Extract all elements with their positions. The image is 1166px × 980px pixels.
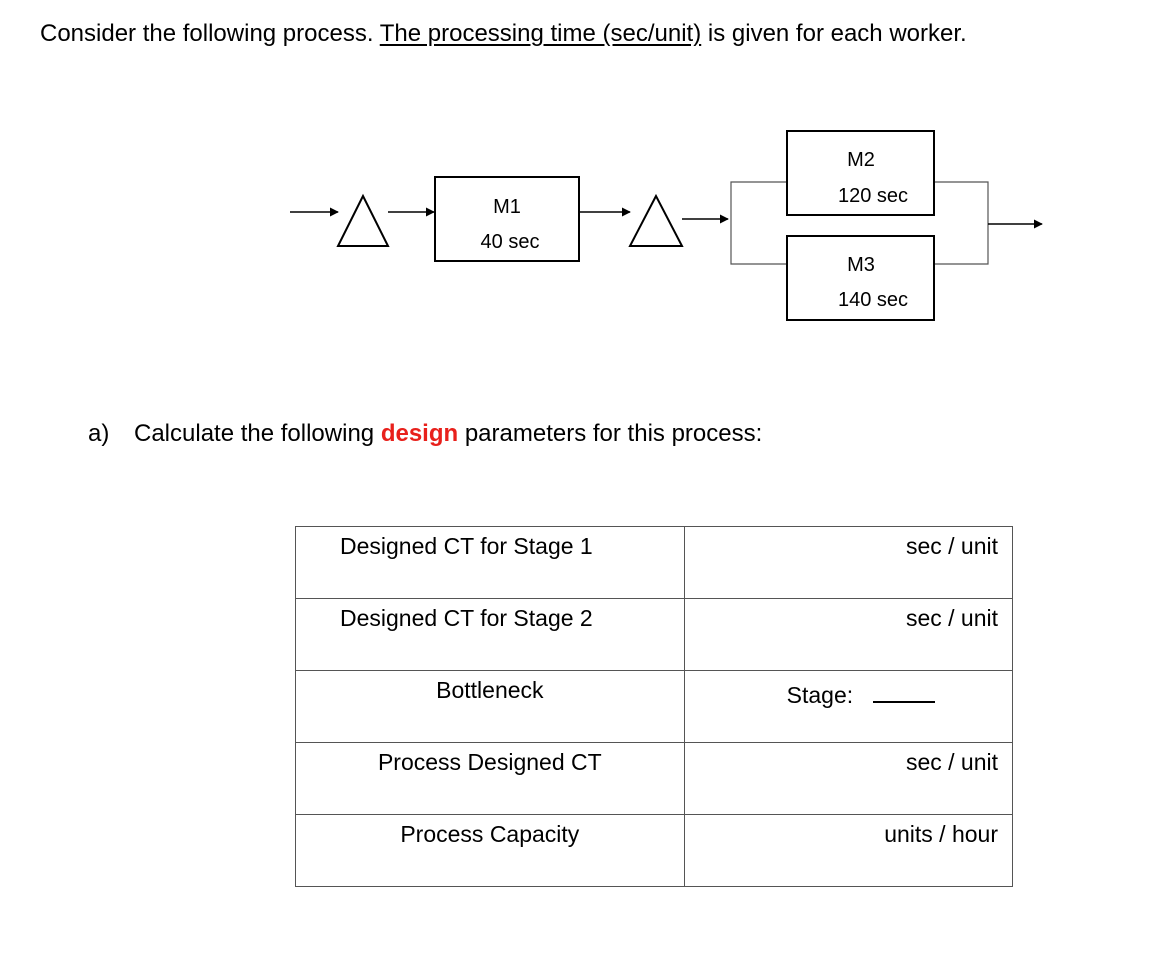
merge-line-bottom xyxy=(934,224,989,265)
table-row: Process Capacity units / hour xyxy=(295,814,1014,887)
m2-name: M2 xyxy=(847,149,875,171)
m2-time: 120 sec xyxy=(838,185,908,207)
unit-label: sec / unit xyxy=(905,533,998,559)
row-label-stage2-ct: Designed CT for Stage 2 xyxy=(295,598,685,671)
answer-cell-process-capacity[interactable]: units / hour xyxy=(683,814,1014,887)
stage-label: Stage: xyxy=(786,682,854,708)
question-emphasis: design xyxy=(380,420,459,447)
intro-sentence: Consider the following process. The proc… xyxy=(40,20,967,48)
unit-label: units / hour xyxy=(884,821,998,847)
stage-blank-line[interactable] xyxy=(873,681,936,703)
split-line-top xyxy=(730,181,786,219)
parameters-table: Designed CT for Stage 1 sec / unit Desig… xyxy=(295,526,1014,887)
unit-label: sec / unit xyxy=(905,749,998,775)
row-label-stage1-ct: Designed CT for Stage 1 xyxy=(295,526,685,599)
answer-cell-bottleneck[interactable]: Stage: xyxy=(683,670,1014,743)
m3-box xyxy=(786,235,935,321)
row-label-bottleneck: Bottleneck xyxy=(295,670,685,743)
row-label-process-ct: Process Designed CT xyxy=(295,742,685,815)
buffer-triangle-1 xyxy=(336,193,390,247)
unit-label: sec / unit xyxy=(905,605,998,631)
m1-box xyxy=(434,176,580,262)
m1-name: M1 xyxy=(493,196,521,218)
answer-cell-process-ct[interactable]: sec / unit xyxy=(683,742,1014,815)
table-row: Process Designed CT sec / unit xyxy=(295,742,1014,815)
question-text-start: Calculate the following xyxy=(134,420,381,447)
process-flow-diagram: M1 40 sec M2 120 sec M3 140 sec xyxy=(290,130,1043,321)
answer-cell-stage1-ct[interactable]: sec / unit xyxy=(683,526,1014,599)
intro-text-end: is given for each worker. xyxy=(701,20,967,47)
m3-time: 140 sec xyxy=(838,289,908,311)
row-label-process-capacity: Process Capacity xyxy=(295,814,685,887)
question-text-end: parameters for this process: xyxy=(458,420,763,447)
table-row: Designed CT for Stage 1 sec / unit xyxy=(295,526,1014,599)
question-label: a) xyxy=(88,420,110,447)
intro-text-start: Consider the following process. xyxy=(40,20,380,47)
stage-field: Stage: xyxy=(787,681,936,709)
buffer-triangle-2 xyxy=(628,193,684,247)
answer-cell-stage2-ct[interactable]: sec / unit xyxy=(683,598,1014,671)
merge-line-top xyxy=(934,181,989,224)
intro-text-underlined: The processing time (sec/unit) xyxy=(379,20,702,47)
split-line-bottom xyxy=(730,219,786,265)
m2-box xyxy=(786,130,935,216)
table-row: Designed CT for Stage 2 sec / unit xyxy=(295,598,1014,671)
m3-name: M3 xyxy=(847,254,875,276)
question-a: a) Calculate the following design paramet… xyxy=(88,420,762,448)
table-row: Bottleneck Stage: xyxy=(295,670,1014,743)
m1-time: 40 sec xyxy=(481,231,540,253)
